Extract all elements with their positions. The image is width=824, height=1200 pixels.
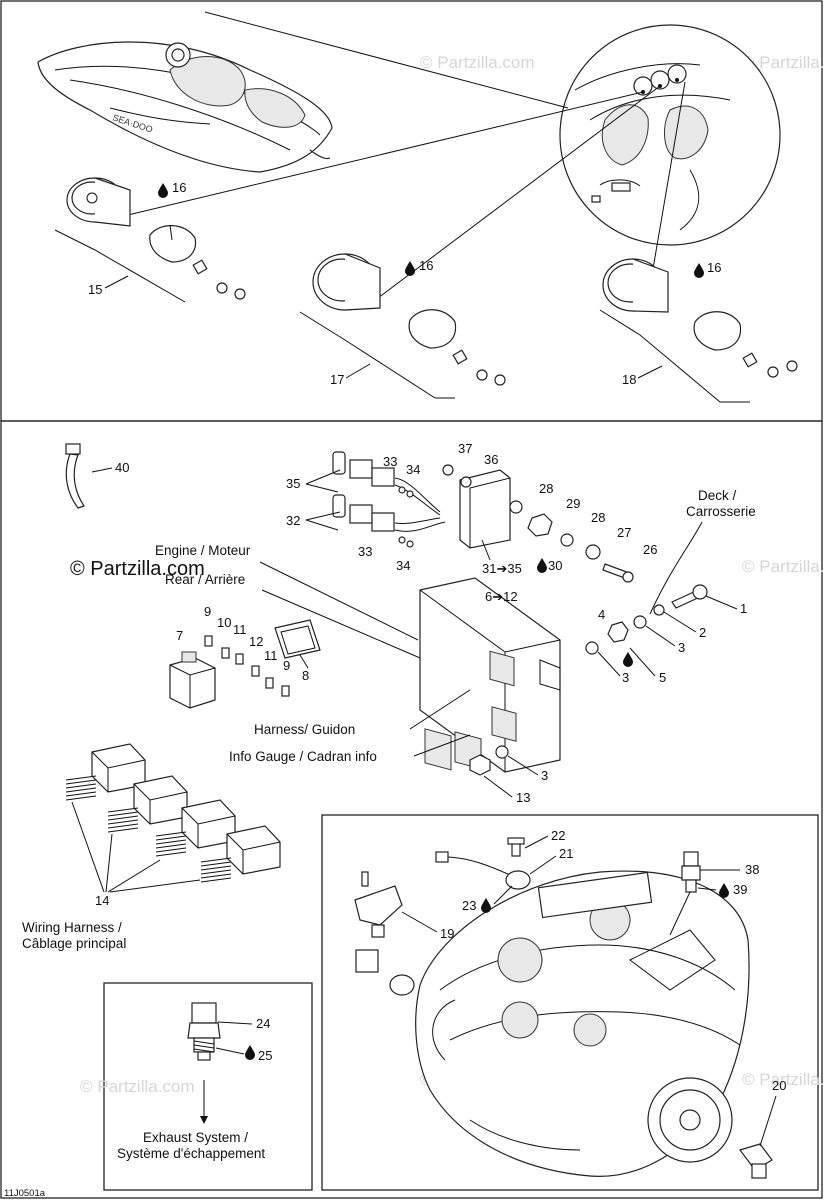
callout-5: 5 <box>659 670 666 685</box>
label-systeme-echappement: Système d'échappement <box>117 1146 265 1161</box>
callout-37: 37 <box>458 441 472 456</box>
sensor-20 <box>739 1143 773 1179</box>
drop-icon <box>158 183 168 198</box>
callout-34: 34 <box>396 558 410 573</box>
sensor-24 <box>187 1002 221 1124</box>
label-cablage-principal: Câblage principal <box>22 936 126 951</box>
callout-16: 16 <box>707 260 721 275</box>
callout-31-35: 31➔35 <box>482 561 522 576</box>
callout-19: 19 <box>440 926 454 941</box>
callout-9: 9 <box>204 604 211 619</box>
callout-17: 17 <box>330 372 344 387</box>
label-wiring-harness: Wiring Harness / <box>22 920 122 935</box>
label-info-gauge: Info Gauge / Cadran info <box>229 749 377 764</box>
callout-39: 39 <box>733 882 747 897</box>
watermark-prominent: © Partzilla.com <box>70 558 205 580</box>
drop-icon <box>245 1045 255 1060</box>
hardware-26-30 <box>509 500 634 583</box>
callout-4: 4 <box>598 607 605 622</box>
engine-inset-frame <box>321 814 819 1191</box>
watermark: © Partzilla.com <box>80 1077 195 1096</box>
watermark: © Partzilla.com <box>742 53 824 72</box>
callout-40: 40 <box>115 460 129 475</box>
callout-28: 28 <box>591 510 605 525</box>
callout-22: 22 <box>551 828 565 843</box>
gauge-17-assembly <box>299 253 506 399</box>
washer-3 <box>495 745 509 759</box>
callout-1: 1 <box>740 601 747 616</box>
callout-29: 29 <box>566 496 580 511</box>
callout-14: 14 <box>95 893 109 908</box>
callout-34: 34 <box>406 462 420 477</box>
callout-36: 36 <box>484 452 498 467</box>
knock-sensor-21 <box>435 837 531 890</box>
callout-38: 38 <box>745 862 759 877</box>
callout-6-12: 6➔12 <box>485 589 518 604</box>
callout-33: 33 <box>358 544 372 559</box>
callout-23: 23 <box>462 898 476 913</box>
label-engine-moteur: Engine / Moteur <box>155 543 251 558</box>
drop-icon <box>481 898 491 913</box>
callout-9: 9 <box>283 658 290 673</box>
label-harness-guidon: Harness/ Guidon <box>254 722 355 737</box>
label-carrosserie: Carrosserie <box>686 504 756 519</box>
wiring-harness-connectors <box>65 743 281 883</box>
drop-icon <box>694 263 704 278</box>
callout-32: 32 <box>286 513 300 528</box>
callout-33: 33 <box>383 454 397 469</box>
callout-3: 3 <box>622 670 629 685</box>
callout-2: 2 <box>699 625 706 640</box>
label-rear-arriere: Rear / Arrière <box>165 572 245 587</box>
nut-13 <box>469 754 491 776</box>
callout-24: 24 <box>256 1016 270 1031</box>
callout-8: 8 <box>302 668 309 683</box>
callout-16: 16 <box>419 258 433 273</box>
callout-35: 35 <box>286 476 300 491</box>
callout-3: 3 <box>541 768 548 783</box>
hardware-1-5 <box>585 584 708 655</box>
callout-12: 12 <box>249 634 263 649</box>
cable-tie-40 <box>65 443 85 509</box>
diagram-code: 11J0501a <box>4 1188 46 1199</box>
drop-icon <box>405 261 415 276</box>
drop-icon <box>623 652 633 667</box>
callout-28: 28 <box>539 481 553 496</box>
ecu-module <box>419 577 561 773</box>
fuse-group <box>169 619 321 709</box>
callout-30: 30 <box>548 558 562 573</box>
connector-group <box>332 451 511 549</box>
callout-27: 27 <box>617 525 631 540</box>
watermark: © Partzilla.com <box>420 53 535 72</box>
callout-13: 13 <box>516 790 530 805</box>
label-exhaust-system: Exhaust System / <box>143 1130 248 1145</box>
label-deck: Deck / <box>698 488 737 503</box>
sensor-inset-frame <box>103 982 313 1191</box>
callout-7: 7 <box>176 628 183 643</box>
temp-sensor-38 <box>681 851 701 893</box>
drop-icon <box>537 558 547 573</box>
sensor-bracket-19 <box>354 871 415 996</box>
callout-11: 11 <box>233 622 247 637</box>
callout-3: 3 <box>678 640 685 655</box>
watermark: © Partzilla.com <box>742 557 824 576</box>
engine-illustration <box>415 870 750 1177</box>
callout-21: 21 <box>559 846 573 861</box>
callout-15: 15 <box>88 282 102 297</box>
drop-icon <box>719 883 729 898</box>
boat-illustration: SEA·DOO <box>37 41 333 173</box>
callout-25: 25 <box>258 1048 272 1063</box>
gauge-18-assembly <box>599 258 798 403</box>
bottom-panel-frame <box>0 420 823 1199</box>
callout-11: 11 <box>264 648 278 663</box>
callout-10: 10 <box>217 615 231 630</box>
callout-20: 20 <box>772 1078 786 1093</box>
callout-26: 26 <box>643 542 657 557</box>
watermark: © Partzilla.com <box>742 1070 824 1089</box>
gauge-15-assembly <box>54 177 246 303</box>
callout-18: 18 <box>622 372 636 387</box>
dashboard-detail <box>559 24 781 246</box>
callout-16: 16 <box>172 180 186 195</box>
